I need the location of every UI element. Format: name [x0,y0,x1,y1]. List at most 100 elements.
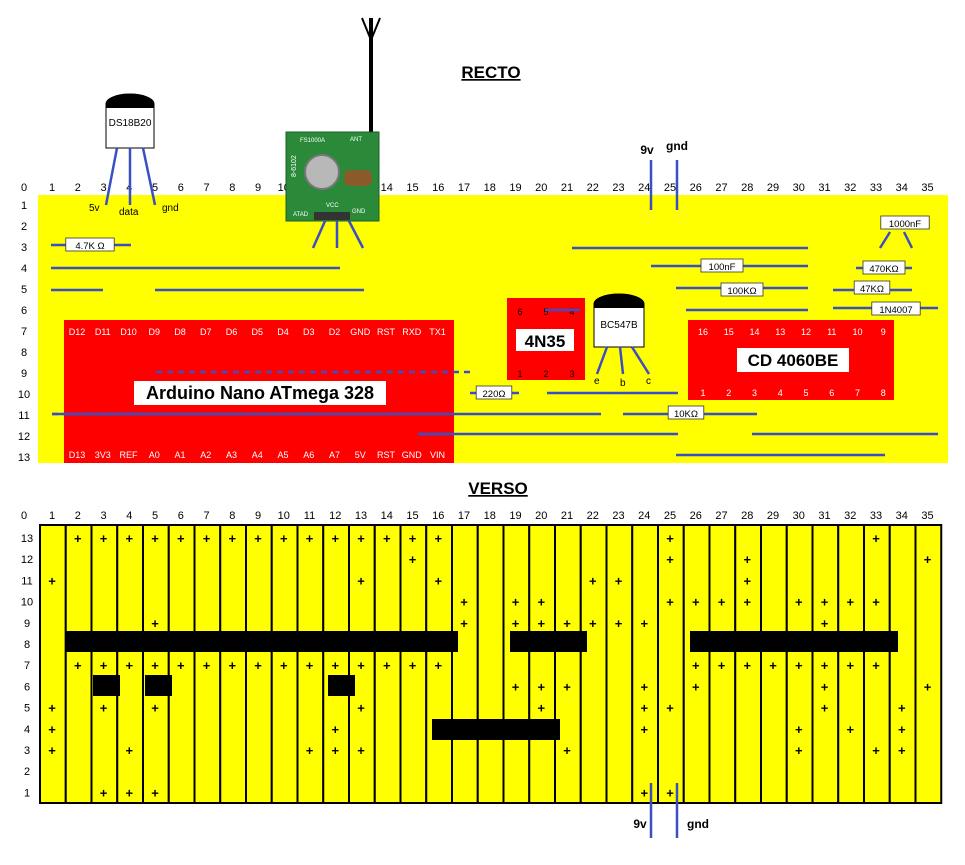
rf-marking-ant: ANT [350,137,362,143]
recto-row-label: 5 [21,284,27,296]
arduino-bottom-pin: A4 [252,450,263,460]
recto-column-label: 1 [49,182,55,194]
solder-point: + [615,616,623,631]
recto-row-label: 1 [21,200,27,212]
arduino-top-pin: D6 [226,327,238,337]
solder-point: + [692,658,700,673]
solder-point: + [125,785,133,800]
recto-row-label: 7 [21,326,27,338]
verso-column-label: 33 [870,510,882,522]
recto-column-label: 8 [229,182,235,194]
rf-marking-vcc: VCC [326,203,339,209]
recto-row-label: 13 [18,452,30,464]
solder-point: + [563,679,571,694]
solder-point: + [924,552,932,567]
verso-strip [760,524,788,804]
verso-power-9v-label: 9v [633,817,647,831]
solder-point: + [692,679,700,694]
component-label-box [720,282,764,297]
verso-strip [579,524,608,804]
solder-point: + [512,616,520,631]
verso-track-cuts [66,631,898,740]
verso-strip [502,524,531,804]
recto-column-label: 26 [690,182,702,194]
verso-strip [476,524,505,804]
verso-column-label: 12 [329,510,341,522]
component-label-box [667,405,705,420]
component-label: 10KΩ [674,409,698,420]
recto-row-label: 9 [21,368,27,380]
solder-point: + [383,658,391,673]
verso-row-label: 5 [24,703,30,715]
solder-point: + [434,658,442,673]
recto-column-label: 17 [458,182,470,194]
recto-column-label: 33 [870,182,882,194]
optocoupler-label-bg [516,329,574,351]
rf-transmitter-module: FS1000A ANT VCC GND ATAD 8-6102 [285,17,381,249]
solder-point: + [563,616,571,631]
recto-column-label: 27 [715,182,727,194]
solder-point: + [537,595,545,610]
verso-column-label: 21 [561,510,573,522]
solder-point: + [125,531,133,546]
track-cut [93,675,120,696]
verso-row-label: 7 [24,660,30,672]
counter-ic-top-pin: 9 [881,327,886,337]
counter-ic-top-pin: 11 [827,327,836,337]
recto-row-label: 2 [21,221,27,233]
verso-strip [296,524,325,804]
solder-point: + [666,552,674,567]
verso-strip [90,524,119,804]
track-cut [328,675,355,696]
solder-point: + [743,573,751,588]
recto-column-label: 5 [152,182,158,194]
verso-column-label: 10 [278,510,290,522]
solder-point: + [48,722,56,737]
solder-point: + [357,701,365,716]
solder-point: + [743,552,751,567]
recto-column-label: 30 [793,182,805,194]
recto-column-label: 15 [406,182,418,194]
verso-strip [425,524,453,804]
arduino-bottom-pin: A6 [303,450,314,460]
verso-column-label: 35 [921,510,933,522]
verso-column-label: 13 [355,510,367,522]
verso-row-label: 8 [24,639,30,651]
solder-point: + [151,616,159,631]
solder-point: + [846,722,854,737]
verso-column-label: 26 [690,510,702,522]
ds18b20-pin-data: data [119,207,139,218]
arduino-bottom-pin: 5V [355,450,366,460]
verso-column-label: 30 [793,510,805,522]
solder-point: + [743,658,751,673]
verso-column-label: 25 [664,510,676,522]
arduino-bottom-pin: VIN [430,450,445,460]
solder-point: + [409,552,417,567]
optocoupler-top-pin: 4 [569,307,574,317]
solder-point: + [898,701,906,716]
verso-strip [914,524,943,804]
recto-title: RECTO [461,63,520,82]
recto-column-label: 14 [381,182,393,194]
optocoupler-top-pin: 6 [517,307,522,317]
solder-point: + [718,595,726,610]
solder-point: + [821,616,829,631]
solder-point: + [151,658,159,673]
verso-column-label: 3 [100,510,106,522]
track-cut [432,719,560,740]
arduino-top-pin: GND [350,327,371,337]
arduino-label: Arduino Nano ATmega 328 [146,383,374,403]
arduino-bottom-pin: A3 [226,450,237,460]
verso-column-label: 29 [767,510,779,522]
recto-column-label: 20 [535,182,547,194]
arduino-label-bg [134,381,386,405]
component-label-box [853,280,891,295]
arduino-top-pin: D4 [277,327,289,337]
recto-row-label: 10 [18,389,30,401]
optocoupler-bottom-pin: 2 [543,369,548,379]
arduino-bottom-pin: A5 [277,450,288,460]
